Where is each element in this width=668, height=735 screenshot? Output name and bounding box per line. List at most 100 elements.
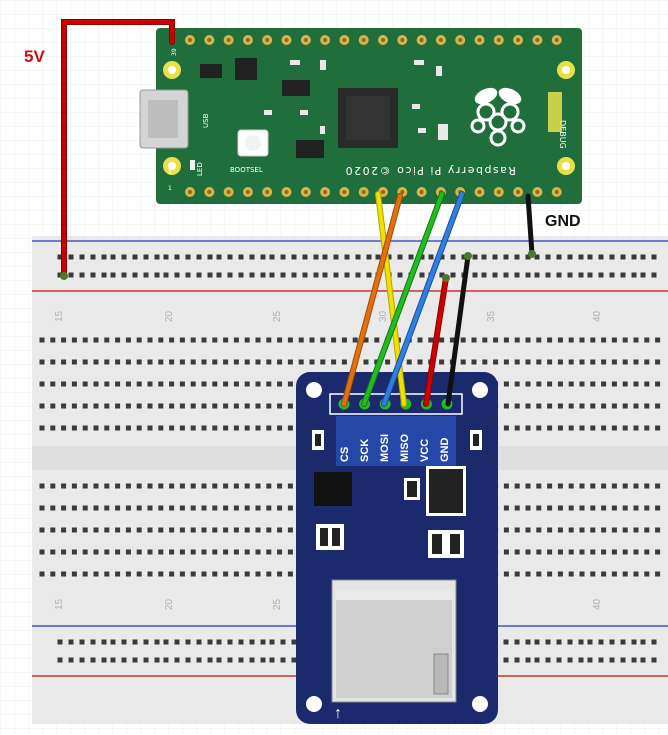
- terminal-hole: [244, 403, 250, 409]
- terminal-hole: [439, 359, 445, 365]
- header-pin-hole: [400, 38, 405, 42]
- terminal-hole: [71, 483, 77, 489]
- terminal-hole: [266, 381, 272, 387]
- terminal-hole: [547, 403, 553, 409]
- col-num: 35: [486, 310, 497, 322]
- wire-vcc: [424, 276, 448, 406]
- label-gnd: GND: [545, 213, 581, 230]
- terminal-hole: [125, 359, 131, 365]
- terminal-hole: [136, 483, 142, 489]
- terminal-hole: [601, 527, 607, 533]
- rail-hole: [174, 272, 180, 278]
- terminal-hole: [536, 549, 542, 555]
- col-num: 20: [164, 598, 175, 610]
- rail-hole: [227, 272, 233, 278]
- terminal-hole: [320, 337, 326, 343]
- wire-gnd-pico: [525, 193, 535, 257]
- terminal-hole: [136, 337, 142, 343]
- header-pin-hole: [477, 38, 482, 42]
- terminal-hole: [136, 571, 142, 577]
- terminal-hole: [287, 549, 293, 555]
- rail-hole: [90, 254, 96, 260]
- terminal-hole: [277, 425, 283, 431]
- led: [190, 160, 195, 170]
- terminal-hole: [579, 571, 585, 577]
- terminal-hole: [158, 337, 164, 343]
- rail-hole: [514, 657, 520, 663]
- rail-hole: [525, 639, 531, 645]
- rail-hole: [174, 639, 180, 645]
- rail-hole: [196, 657, 202, 663]
- terminal-hole: [590, 549, 596, 555]
- rail-hole: [132, 254, 138, 260]
- terminal-hole: [71, 381, 77, 387]
- rail-hole: [291, 639, 297, 645]
- terminal-hole: [158, 359, 164, 365]
- terminal-hole: [233, 527, 239, 533]
- terminal-hole: [158, 381, 164, 387]
- sd-pin-labels: CS SCK MOSI MISO VCC GND: [339, 433, 451, 462]
- terminal-hole: [655, 527, 661, 533]
- terminal-hole: [579, 425, 585, 431]
- smd-components: [264, 60, 448, 140]
- rail-hole: [587, 272, 593, 278]
- terminal-hole: [644, 505, 650, 511]
- header-pin-hole: [400, 190, 405, 194]
- terminal-hole: [190, 403, 196, 409]
- terminal-hole: [50, 403, 56, 409]
- terminal-hole: [644, 527, 650, 533]
- rail-hole: [620, 639, 626, 645]
- rail-hole: [439, 254, 445, 260]
- terminal-hole: [39, 337, 45, 343]
- col-num: 40: [592, 598, 603, 610]
- terminal-hole: [266, 505, 272, 511]
- rail-hole: [333, 254, 339, 260]
- terminal-hole: [147, 337, 153, 343]
- terminal-hole: [514, 337, 520, 343]
- terminal-hole: [536, 381, 542, 387]
- terminal-hole: [503, 425, 509, 431]
- smd-component: [264, 110, 272, 115]
- terminal-hole: [341, 337, 347, 343]
- terminal-hole: [190, 425, 196, 431]
- terminal-hole: [61, 505, 67, 511]
- terminal-hole: [655, 425, 661, 431]
- terminal-hole: [255, 571, 261, 577]
- col-num: 40: [592, 310, 603, 322]
- terminal-hole: [568, 505, 574, 511]
- terminal-hole: [622, 527, 628, 533]
- terminal-hole: [287, 381, 293, 387]
- terminal-hole: [428, 337, 434, 343]
- mount-hole-center: [562, 162, 570, 170]
- terminal-hole: [547, 549, 553, 555]
- rail-hole: [227, 639, 233, 645]
- terminal-hole: [525, 527, 531, 533]
- rail-hole: [525, 657, 531, 663]
- terminal-hole: [104, 359, 110, 365]
- smd-component: [290, 60, 300, 65]
- rail-hole: [196, 639, 202, 645]
- terminal-hole: [644, 483, 650, 489]
- rail-hole: [640, 272, 646, 278]
- terminal-hole: [115, 549, 121, 555]
- terminal-hole: [50, 483, 56, 489]
- label-5v: 5V: [24, 47, 45, 66]
- rail-hole: [313, 254, 319, 260]
- wire-mosi: [382, 192, 464, 406]
- terminal-hole: [50, 505, 56, 511]
- terminal-hole: [179, 337, 185, 343]
- rail-hole: [651, 254, 657, 260]
- terminal-hole: [158, 549, 164, 555]
- card-latch: [433, 653, 449, 695]
- terminal-hole: [50, 549, 56, 555]
- rail-hole: [631, 657, 637, 663]
- rail-hole: [397, 272, 403, 278]
- rail-hole: [481, 254, 487, 260]
- terminal-hole: [71, 337, 77, 343]
- rail-hole: [280, 254, 286, 260]
- terminal-hole: [568, 425, 574, 431]
- terminal-hole: [655, 505, 661, 511]
- endpoint: [528, 250, 536, 258]
- rail-hole: [121, 639, 127, 645]
